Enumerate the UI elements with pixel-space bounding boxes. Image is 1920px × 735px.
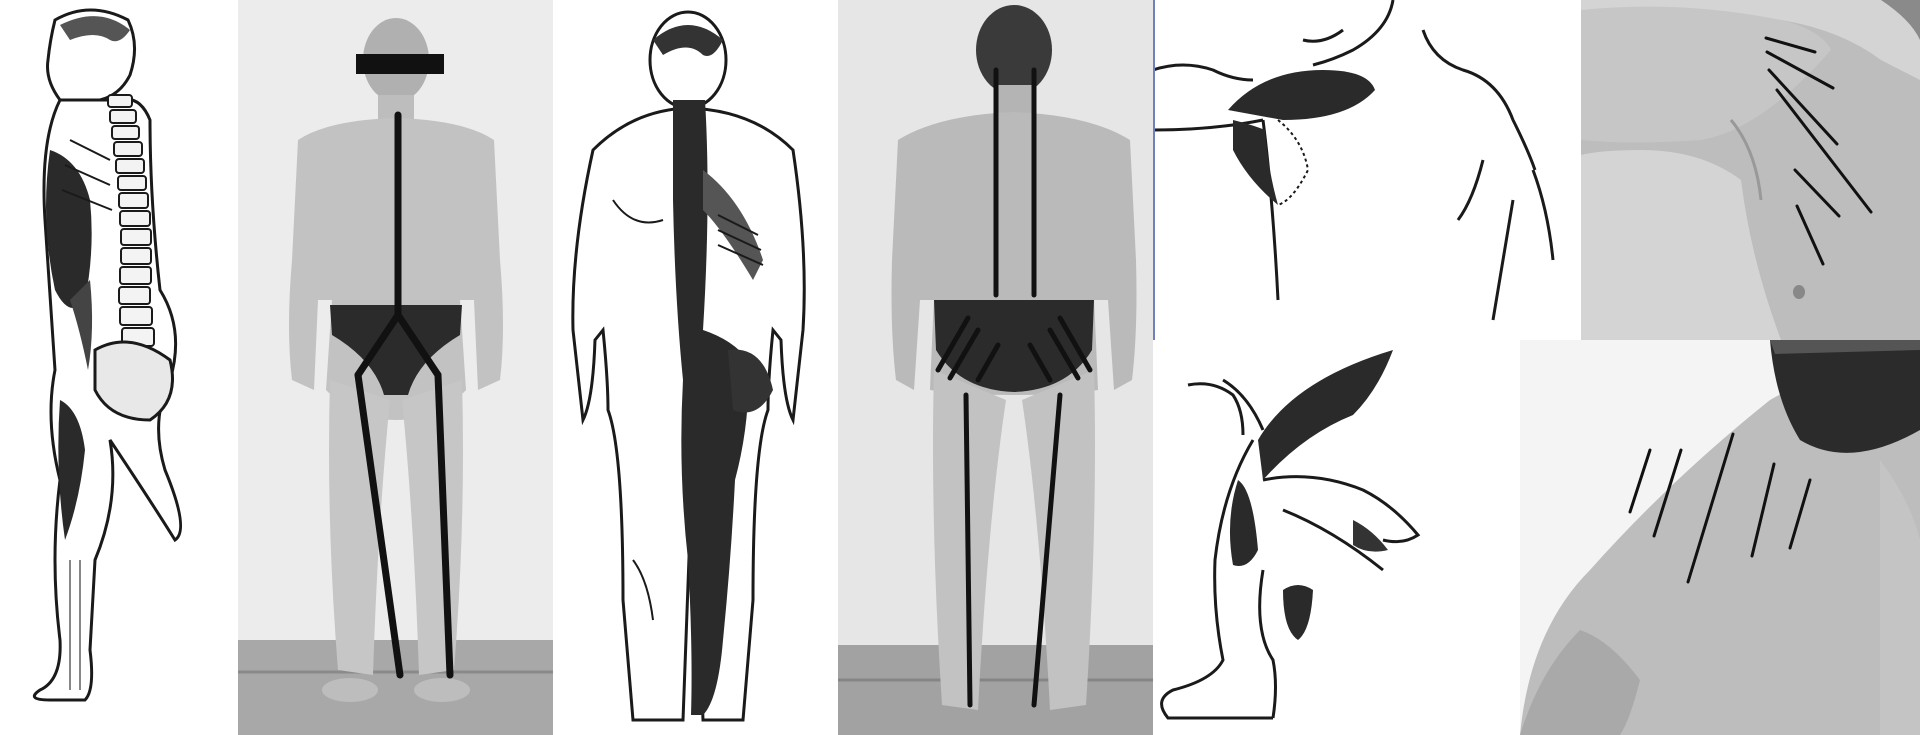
- thigh-illustration: [1153, 340, 1520, 735]
- thigh-drawing-panel: [1153, 340, 1520, 735]
- back-view-drawing-panel: [553, 0, 835, 735]
- spine-lateral-drawing-panel: [0, 0, 235, 735]
- spine-lateral-illustration: [0, 0, 235, 735]
- armpit-photo-panel: [1581, 0, 1920, 340]
- thigh-photo: [1520, 340, 1920, 735]
- front-view-photo: [238, 0, 553, 735]
- panel-divider: [1153, 0, 1155, 340]
- back-view-illustration: [553, 0, 835, 735]
- front-view-photo-panel: [238, 0, 553, 735]
- shoulder-drawing-panel: [1153, 0, 1581, 340]
- shoulder-illustration: [1153, 0, 1581, 340]
- thigh-photo-panel: [1520, 340, 1920, 735]
- back-view-photo-panel: [838, 0, 1153, 735]
- armpit-photo: [1581, 0, 1920, 340]
- back-view-photo: [838, 0, 1153, 735]
